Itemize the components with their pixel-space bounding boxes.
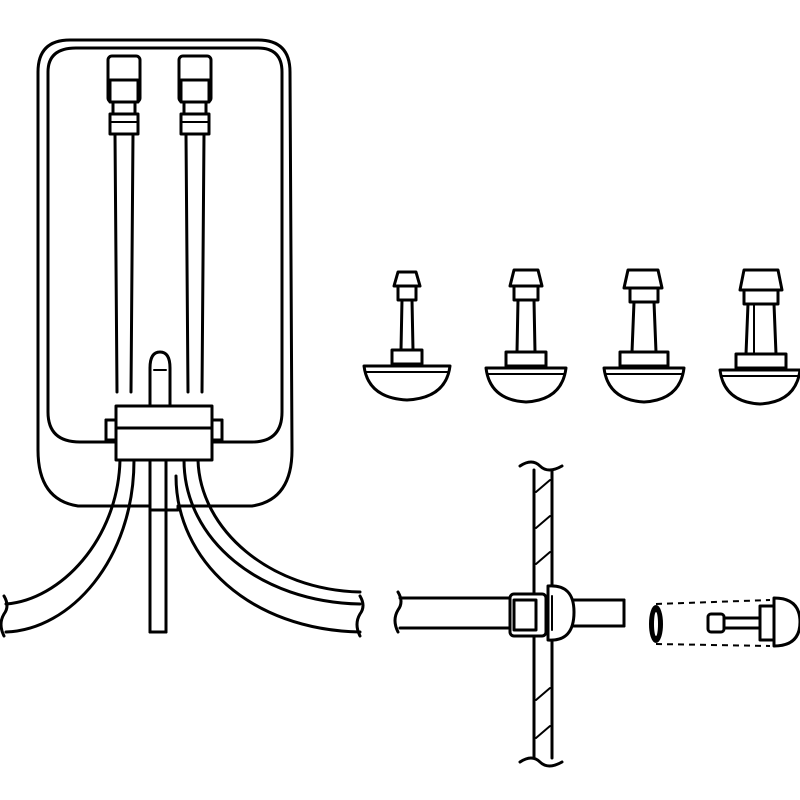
nozzle-variant-1 — [362, 270, 452, 402]
hose-right — [174, 458, 362, 634]
reservoir-inner-panel — [46, 46, 284, 444]
panel-section — [393, 460, 800, 768]
hose-left — [4, 458, 136, 634]
nozzle-variant-4 — [718, 268, 800, 406]
nozzle-row — [362, 268, 800, 406]
hose-through-panel — [393, 590, 626, 634]
nozzle-variant-3 — [602, 268, 686, 404]
hose-break-left — [0, 594, 9, 638]
nozzle-variant-2 — [484, 268, 568, 404]
grommet — [508, 584, 576, 642]
riser-tube-left — [106, 54, 142, 394]
hose-break-mid — [355, 594, 365, 638]
reservoir-assembly — [0, 38, 365, 638]
center-post — [148, 350, 172, 408]
reservoir-housing — [36, 38, 294, 512]
riser-tube-right — [177, 54, 213, 394]
exploded-nozzle — [649, 596, 800, 648]
pump-collar — [104, 404, 224, 462]
drain-stem — [148, 458, 168, 634]
